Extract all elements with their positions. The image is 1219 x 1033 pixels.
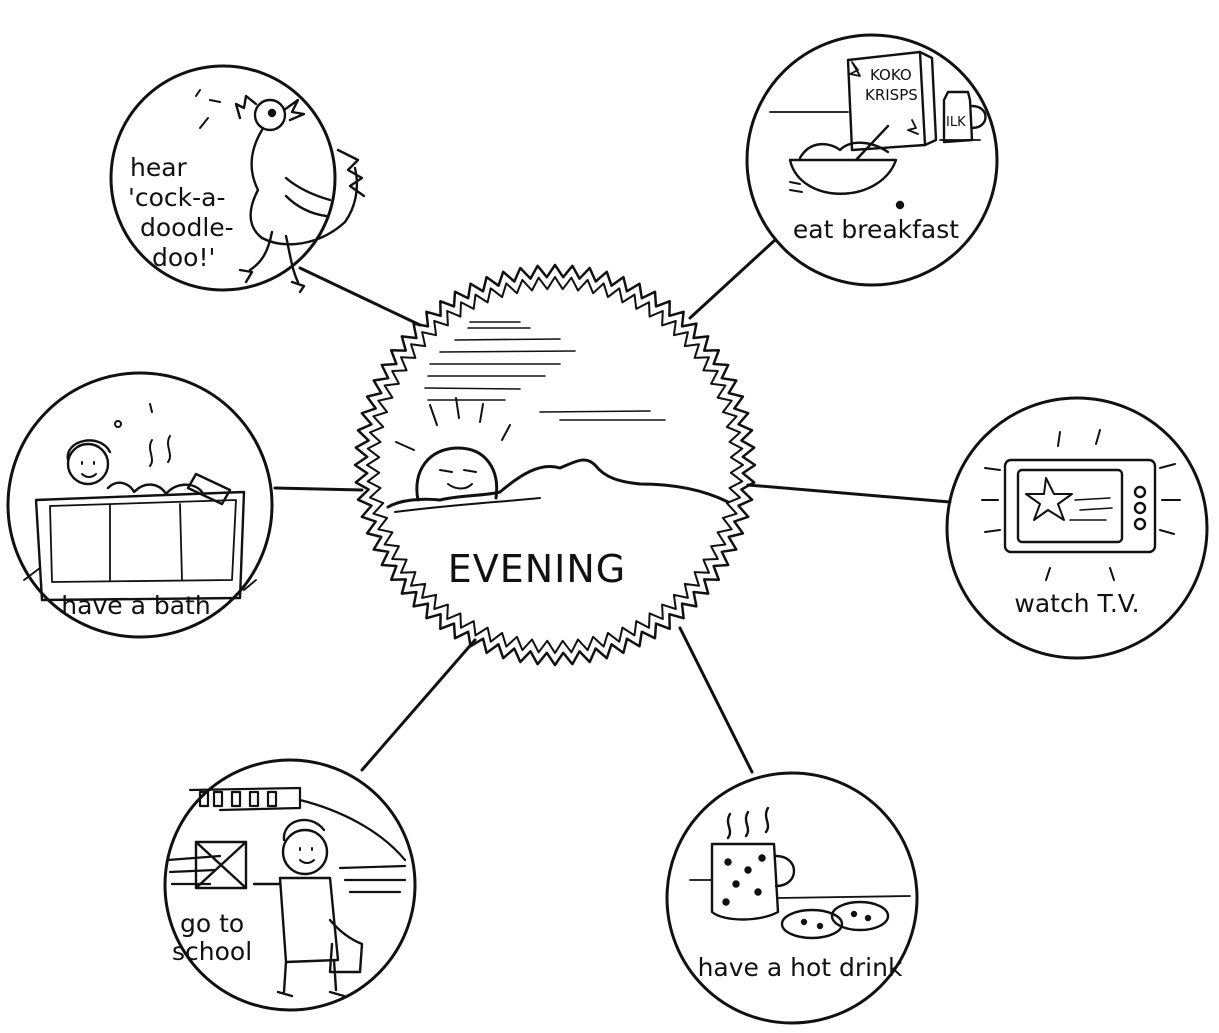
tv-glow-marks <box>981 429 1181 581</box>
mug-icon <box>710 806 795 921</box>
hills <box>386 458 730 509</box>
node-circle <box>109 64 337 292</box>
connector-school <box>360 638 477 772</box>
connector-rooster <box>298 266 422 327</box>
connector-breakfast <box>688 238 777 320</box>
node-breakfast: KOKO KRISPS ILK eat breakfast <box>745 33 999 287</box>
node-tv: watch T.V. <box>945 396 1209 660</box>
gate-icon <box>194 840 248 890</box>
cereal-bowl-icon <box>788 124 905 210</box>
node-circle <box>163 758 417 1012</box>
node-circle <box>945 396 1209 660</box>
node-caption: eat breakfast <box>793 215 959 244</box>
sun-rays <box>395 397 511 451</box>
milk-jug-icon: ILK <box>942 90 987 144</box>
node-hot-drink: have a hot drink <box>665 771 919 1025</box>
svg-text:ILK: ILK <box>946 115 966 130</box>
table-line <box>769 111 981 141</box>
center-label: EVENING <box>448 547 627 591</box>
svg-text:KOKO: KOKO <box>870 66 912 84</box>
bathtub-icon <box>23 490 257 602</box>
zigzag-outer-ring <box>353 263 757 667</box>
node-caption: hear 'cock-a- doodle- doo!' <box>128 153 242 272</box>
node-circle <box>665 771 919 1025</box>
node-circle <box>6 371 274 639</box>
ground-line <box>394 497 541 513</box>
node-caption: have a bath <box>61 591 210 620</box>
connector-tv <box>746 483 952 504</box>
svg-text:KRISPS: KRISPS <box>865 86 918 104</box>
rooster-marks <box>195 89 221 129</box>
connector-hot-drink <box>678 626 754 774</box>
steam-marks <box>114 403 171 467</box>
sky-hatching <box>424 321 666 421</box>
sun-face-icon <box>415 446 499 502</box>
cereal-box-icon: KOKO KRISPS <box>846 50 938 152</box>
girl-icon <box>252 818 364 998</box>
school-building-icon <box>166 786 407 894</box>
center-badge: EVENING <box>353 263 757 667</box>
node-caption: watch T.V. <box>1014 589 1139 618</box>
node-caption: go to school <box>172 909 252 966</box>
table-line <box>689 879 911 899</box>
node-school: go to school <box>163 758 417 1012</box>
bathing-child-icon <box>66 439 232 506</box>
node-rooster: hear 'cock-a- doodle- doo!' <box>109 64 366 294</box>
biscuits-icon <box>780 900 890 940</box>
node-bath: have a bath <box>6 371 274 639</box>
connector-bath <box>273 486 364 492</box>
rooster-icon <box>234 94 366 294</box>
node-caption: have a hot drink <box>698 953 903 982</box>
tv-icon <box>1003 458 1157 554</box>
zigzag-inner-ring <box>366 276 744 654</box>
node-circle <box>745 33 999 287</box>
